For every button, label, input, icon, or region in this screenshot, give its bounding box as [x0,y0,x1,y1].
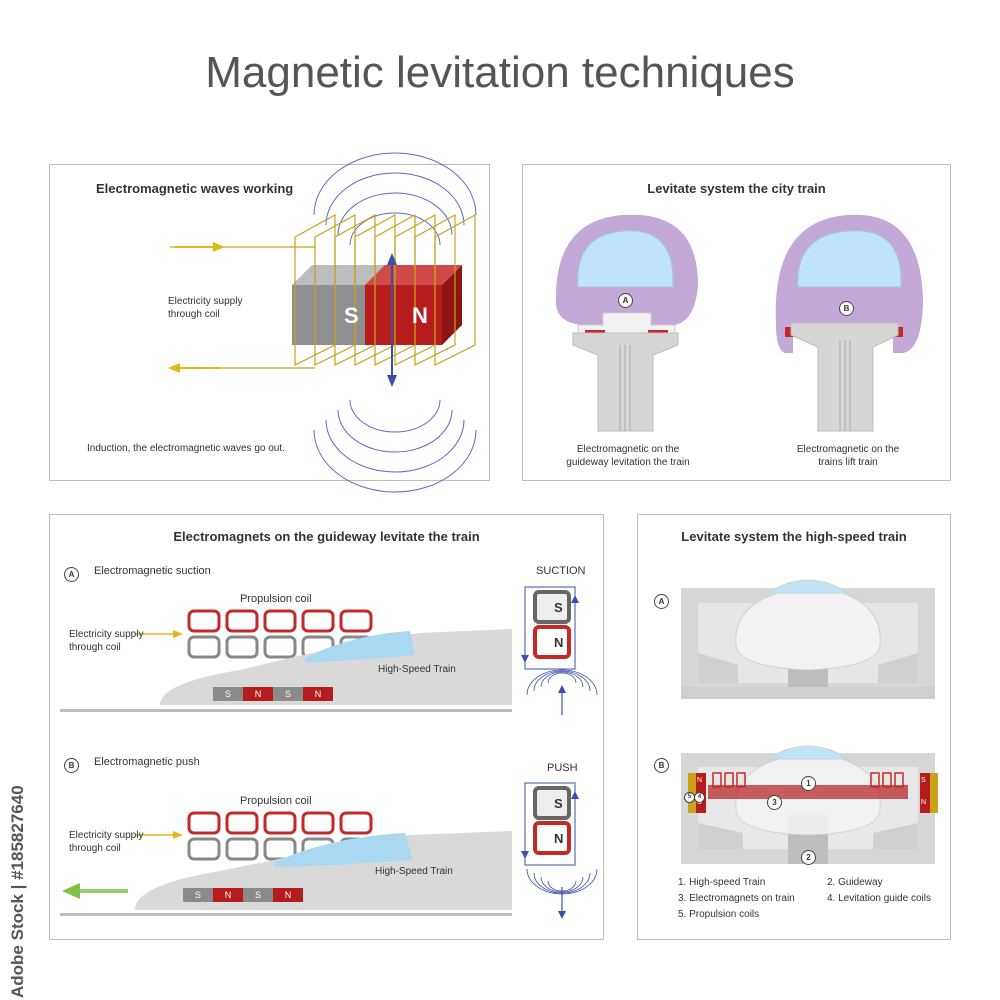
mode-label-a: SUCTION [536,565,586,577]
legend-item-5: 5. Propulsion coils [678,909,760,920]
pole-s-label: S [344,303,359,328]
side-pole-n-left: N [697,777,703,784]
supply-label-b: Electricity supply through coil [69,830,144,854]
panel-title: Levitate system the city train [647,181,826,196]
city-train-a [555,214,698,432]
pole-b-2: N [224,890,232,900]
callout-3: 3 [767,795,782,810]
panel-title: Electromagnets on the guideway levitate … [173,529,480,544]
section-b-label: Electromagnetic push [94,756,200,768]
motion-arrow [62,883,128,899]
pole-a-1: S [224,689,231,699]
suction-magnet [521,586,579,670]
page-title: Magnetic levitation techniques [205,48,795,97]
callout-5: 5 [684,792,695,803]
city-train-diagram [555,214,923,432]
current-in-arrow [175,242,225,252]
marker-b: B [839,301,854,316]
pole-b-3: S [254,890,261,900]
section-a-label: Electromagnetic suction [94,565,211,577]
train-poles-b [183,888,303,902]
side-pole-s-right: S [921,777,926,784]
legend-item-3: 3. Electromagnets on train [678,893,795,904]
stock-watermark: Adobe Stock | #185827640 [8,785,27,998]
marker-a: A [618,293,633,308]
train-label-b: High-Speed Train [375,866,453,877]
magnet-bottom-a: N [554,635,564,650]
guideway-diagram [60,586,598,919]
pole-a-3: S [284,689,291,699]
current-out-arrow [168,363,220,373]
city-train-b [775,214,923,432]
supply-label-a: Electricity supply through coil [69,629,144,653]
push-magnet [521,782,579,866]
magnet-top-b: S [554,796,563,811]
coil-label-a: Propulsion coil [240,593,312,605]
marker-b: B [64,758,79,773]
caption-a: Electromagnetic on the guideway levitati… [566,444,690,468]
train-poles-a [213,687,333,701]
mode-label-b: PUSH [547,762,578,774]
panel-city-train: Levitate system the city train A B Elect… [522,164,951,481]
panel-electromagnetic-waves: Electromagnetic waves working Electricit… [49,152,490,493]
train-label-a: High-Speed Train [378,664,456,675]
side-pole-s-left: S [697,799,702,806]
legend-item-4: 4. Levitation guide coils [827,893,931,904]
callout-1: 1 [801,776,816,791]
field-direction-arrow [387,253,397,387]
panel-title: Electromagnetic waves working [96,181,294,196]
magnet-top-a: S [554,600,563,615]
panel-high-speed-train: Levitate system the high-speed train A B… [637,514,951,940]
callout-2: 2 [801,850,816,865]
pole-b-1: S [194,890,201,900]
pole-b-4: N [284,890,292,900]
marker-a: A [64,567,79,582]
coil-label-b: Propulsion coil [240,795,312,807]
side-pole-n-right: N [921,799,927,806]
pole-n-label: N [412,303,428,328]
legend-item-2: 2. Guideway [827,877,883,888]
panel-guideway: Electromagnets on the guideway levitate … [49,514,604,940]
panel-title: Levitate system the high-speed train [681,529,907,544]
marker-a: A [654,594,669,609]
caption-b: Electromagnetic on the trains lift train [796,444,900,468]
induction-label: Induction, the electromagnetic waves go … [87,443,285,454]
legend-item-1: 1. High-speed Train [678,877,766,888]
supply-label: Electricity supply through coil [168,296,243,320]
coil-magnet-diagram [168,152,477,493]
magnet-bottom-b: N [554,831,564,846]
pole-a-2: N [254,689,262,699]
pole-a-4: N [314,689,322,699]
marker-b: B [654,758,669,773]
high-speed-train-a [681,579,935,699]
